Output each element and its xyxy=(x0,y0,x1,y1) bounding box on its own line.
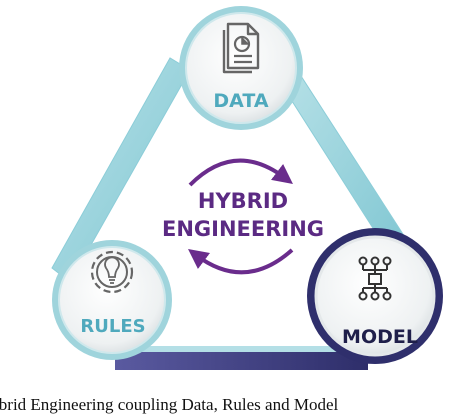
cycle-arrow-bottom xyxy=(188,248,294,275)
caption-text: Hybrid Engineering coupling Data, Rules … xyxy=(0,395,339,414)
center-cycle: HYBRID ENGINEERING xyxy=(162,158,324,275)
center-title-line2: ENGINEERING xyxy=(162,217,324,241)
flowchart-icon xyxy=(358,256,392,301)
hybrid-engineering-diagram: DATA RULES xyxy=(51,6,443,370)
node-data: DATA xyxy=(179,6,303,130)
node-rules-label: RULES xyxy=(80,316,145,337)
center-title-line1: HYBRID xyxy=(198,189,288,213)
cycle-arrow-top xyxy=(188,158,293,187)
document-chart-icon xyxy=(222,22,260,74)
node-model-label: MODEL xyxy=(342,326,418,348)
band-rules-model-top xyxy=(120,346,360,352)
node-model: MODEL xyxy=(307,228,443,364)
figure-caption: Hybrid Engineering coupling Data, Rules … xyxy=(0,395,456,417)
node-rules: RULES xyxy=(52,240,172,360)
band-rules-model xyxy=(115,352,368,370)
connector-bands xyxy=(51,57,411,370)
node-data-label: DATA xyxy=(213,90,268,112)
gear-lightbulb-icon xyxy=(90,250,134,294)
